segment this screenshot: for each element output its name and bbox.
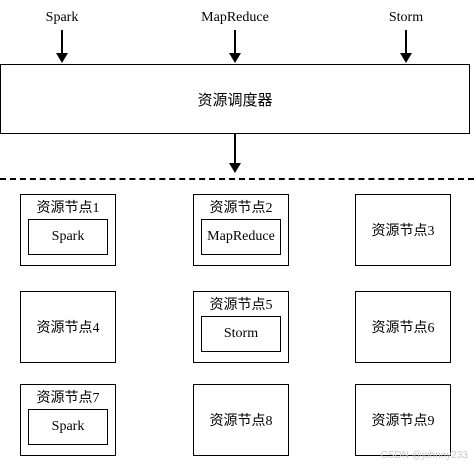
resource-node-2: 资源节点2 MapReduce — [193, 194, 289, 266]
node-label: 资源节点5 — [209, 298, 273, 313]
resource-node-8: 资源节点8 — [193, 384, 289, 456]
resource-node-6: 资源节点6 — [355, 291, 451, 363]
arrowhead-spark — [56, 53, 68, 63]
arrowhead-storm — [400, 53, 412, 63]
resource-node-4: 资源节点4 — [20, 291, 116, 363]
resource-node-5: 资源节点5 Storm — [193, 291, 289, 363]
node-label: 资源节点9 — [371, 414, 435, 429]
node-label: 资源节点3 — [371, 224, 435, 239]
node-task: Spark — [28, 219, 108, 255]
framework-spark: Spark — [45, 10, 79, 25]
arrow-spark-to-scheduler — [61, 30, 63, 54]
arrow-mapreduce-to-scheduler — [234, 30, 236, 54]
framework-storm: Storm — [388, 10, 424, 25]
node-label: 资源节点2 — [209, 201, 273, 216]
node-task: Storm — [201, 316, 281, 352]
node-label: 资源节点1 — [36, 201, 100, 216]
arrowhead-mapreduce — [229, 53, 241, 63]
arrow-storm-to-scheduler — [405, 30, 407, 54]
node-label: 资源节点4 — [36, 321, 100, 336]
resource-node-9: 资源节点9 — [355, 384, 451, 456]
node-label: 资源节点6 — [371, 321, 435, 336]
node-label: 资源节点7 — [36, 391, 100, 406]
arrow-scheduler-to-cluster — [234, 134, 236, 164]
node-label: 资源节点8 — [209, 414, 273, 429]
resource-node-1: 资源节点1 Spark — [20, 194, 116, 266]
framework-mapreduce: MapReduce — [201, 10, 269, 25]
resource-node-3: 资源节点3 — [355, 194, 451, 266]
node-task: MapReduce — [201, 219, 281, 255]
resource-node-7: 资源节点7 Spark — [20, 384, 116, 456]
watermark: CSDN @johnny233 — [380, 450, 468, 461]
scheduler-label: 资源调度器 — [197, 92, 273, 109]
resource-scheduler: 资源调度器 — [0, 64, 470, 134]
cluster-separator — [0, 178, 474, 180]
node-task: Spark — [28, 409, 108, 445]
arrowhead-cluster — [229, 163, 241, 173]
